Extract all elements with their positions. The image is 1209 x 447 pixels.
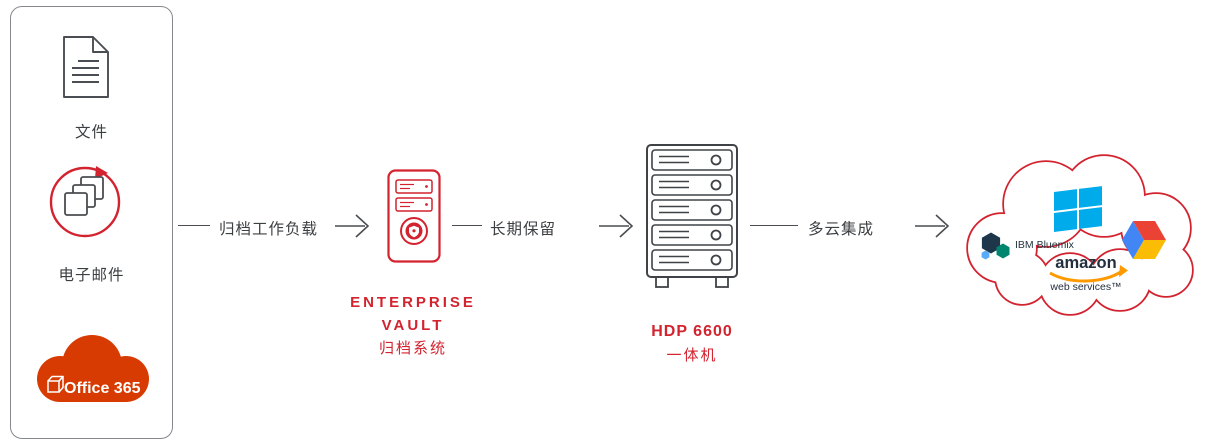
office365-label: Office 365: [64, 380, 141, 397]
azure-logo: [1054, 186, 1102, 232]
email-label: 电子邮件: [58, 267, 125, 284]
hdp-model: HDP 6600: [651, 323, 733, 340]
source-box: 文件 电子邮件 Office 365: [10, 6, 173, 439]
flow-label-long-term-retention: 长期保留: [490, 221, 557, 238]
flow-arrow-1: [335, 214, 370, 238]
google-cloud-logo: [1122, 221, 1166, 259]
flow-label-multicloud: 多云集成: [808, 221, 875, 238]
hdp-appliance-icon: [646, 144, 738, 288]
vault-name-line2: VAULT: [381, 317, 445, 334]
aws-subtitle: web services™: [1049, 281, 1121, 293]
document-icon: [63, 36, 109, 98]
aws-smile-icon: [1049, 269, 1123, 283]
flow-line-2: [452, 225, 482, 226]
ibm-bluemix-label: IBM Bluemix™: [1015, 239, 1074, 251]
email-icon: [49, 166, 121, 238]
flow-arrow-3: [915, 214, 950, 238]
hdp-caption: HDP 6600 一体机: [632, 320, 752, 368]
vault-name-line1: ENTERPRISE: [350, 294, 476, 311]
flow-line-1: [178, 225, 210, 226]
file-label: 文件: [74, 124, 108, 141]
vault-emblem-icon: [400, 217, 428, 245]
flow-line-3: [750, 225, 798, 226]
enterprise-vault-icon: [387, 169, 441, 263]
office365-cube-icon: [47, 375, 64, 393]
ibm-bluemix-logo: IBM Bluemix™: [981, 232, 1074, 260]
aws-wordmark: amazon: [1055, 254, 1116, 272]
flow-arrow-2: [599, 214, 634, 238]
vault-caption: ENTERPRISE VAULT 归档系统: [327, 291, 499, 360]
aws-logo: amazon web services™: [1049, 254, 1128, 293]
office365-logo: Office 365: [37, 335, 149, 402]
flow-label-archive-workload: 归档工作负载: [219, 221, 319, 238]
vault-subtitle: 归档系统: [378, 340, 447, 357]
hdp-subtitle: 一体机: [666, 347, 718, 364]
